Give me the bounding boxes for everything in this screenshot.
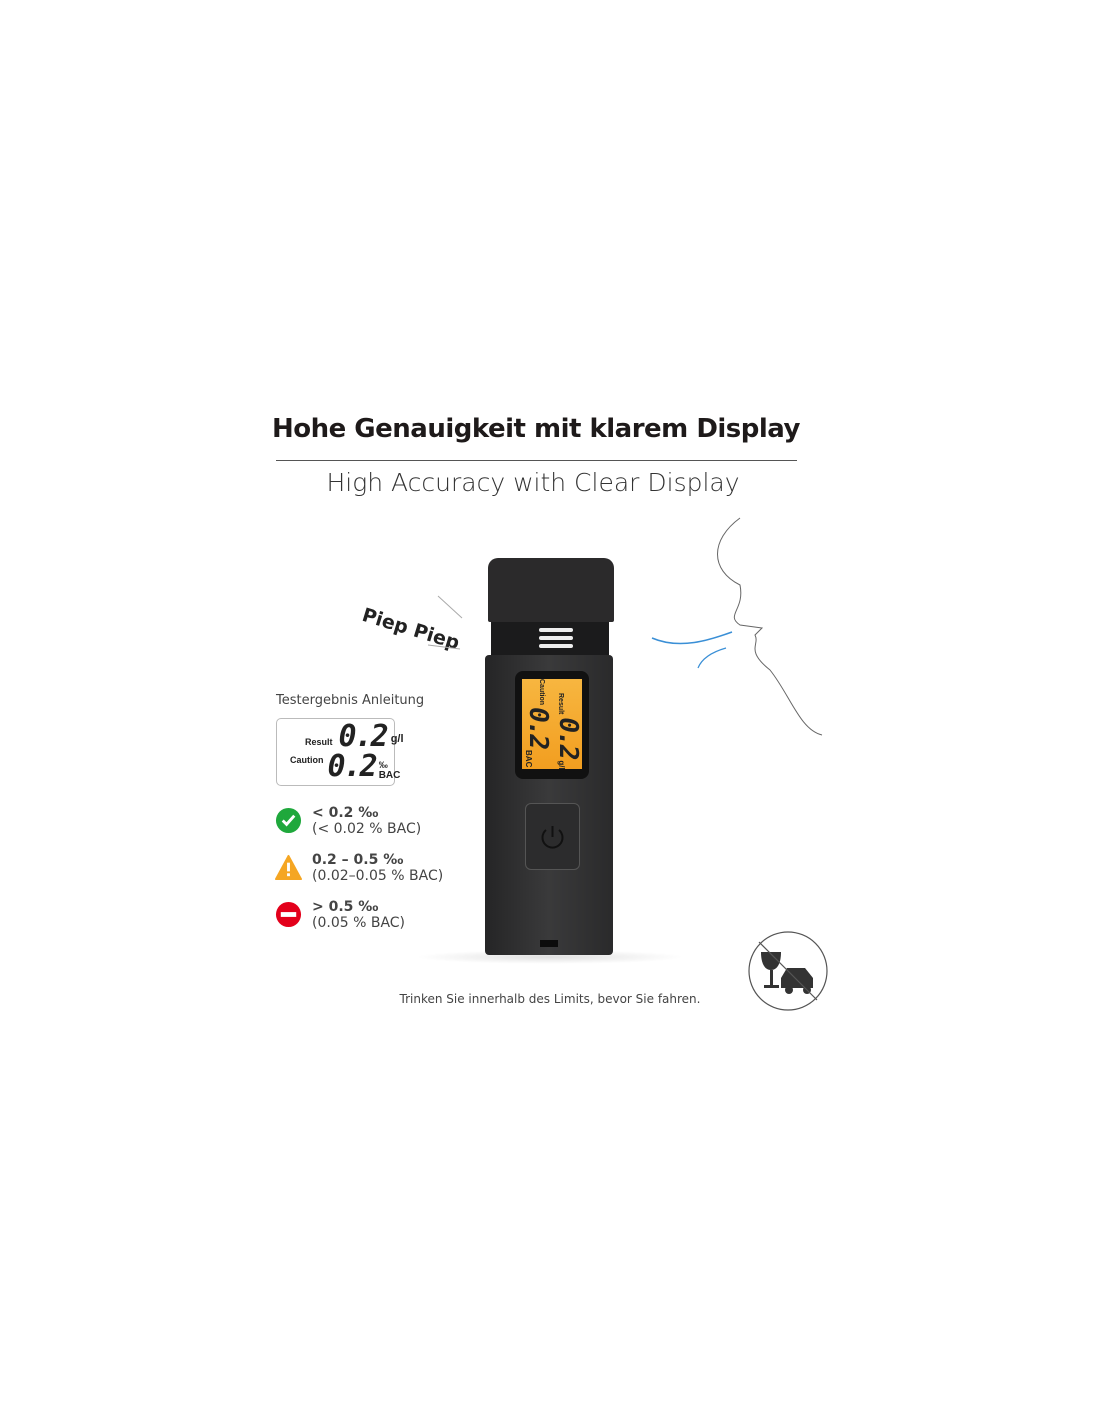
level-low: < 0.2 ‰(< 0.02 % BAC) xyxy=(275,805,421,837)
level-high-bac: (0.05 % BAC) xyxy=(312,915,406,931)
footer-note: Trinken Sie innerhalb des Limits, bevor … xyxy=(399,992,701,1006)
face-breath-illustration xyxy=(651,517,823,736)
warning-triangle-icon xyxy=(275,854,302,881)
breathalyzer-device: Result 0.2 g/l Caution 0.2 BAC xyxy=(485,558,615,958)
level-low-bac: (< 0.02 % BAC) xyxy=(312,821,422,837)
lcd-result-unit: g/l xyxy=(557,760,566,769)
sensor-band xyxy=(491,622,609,656)
device-shadow xyxy=(415,950,685,964)
result-label: Result xyxy=(305,737,333,747)
lcd-caution-value: 0.2 xyxy=(523,707,553,749)
usb-port xyxy=(540,940,558,947)
lcd-result-label: Result xyxy=(557,693,564,715)
title-german: Hohe Genauigkeit mit klarem Display xyxy=(271,414,801,444)
level-high: > 0.5 ‰(0.05 % BAC) xyxy=(275,899,405,931)
lcd-caution-label: Caution xyxy=(538,679,545,706)
level-mid-permille: 0.2 – 0.5 ‰ xyxy=(312,852,404,868)
bac-unit: BAC xyxy=(378,770,401,781)
divider xyxy=(276,460,797,461)
level-mid: 0.2 – 0.5 ‰(0.02–0.05 % BAC) xyxy=(275,852,443,884)
check-circle-icon xyxy=(275,807,302,834)
display-example: Result 0.2 g/l Caution 0.2 ‰ BAC xyxy=(276,718,404,786)
no-entry-icon xyxy=(275,901,302,928)
level-high-permille: > 0.5 ‰ xyxy=(312,899,379,915)
mouthpiece-cap xyxy=(488,558,614,622)
lcd-result-value: 0.2 xyxy=(553,717,582,759)
permille-unit: ‰ xyxy=(378,760,388,770)
caution-value: 0.2 xyxy=(327,749,378,784)
sound-lines-icon xyxy=(427,595,463,650)
caution-label: Caution xyxy=(290,755,324,765)
title-english: High Accuracy with Clear Display xyxy=(326,468,740,497)
device-lcd: Result 0.2 g/l Caution 0.2 BAC xyxy=(515,671,589,779)
device-body: Result 0.2 g/l Caution 0.2 BAC xyxy=(485,655,613,955)
no-drink-driving-icon xyxy=(748,931,828,1011)
lcd-bac-unit: BAC xyxy=(524,750,533,768)
power-button[interactable] xyxy=(525,803,580,870)
guide-label: Testergebnis Anleitung xyxy=(276,693,425,708)
level-mid-bac: (0.02–0.05 % BAC) xyxy=(312,868,444,884)
result-value: 0.2 xyxy=(338,719,389,754)
level-low-permille: < 0.2 ‰ xyxy=(312,805,379,821)
power-icon xyxy=(541,826,564,849)
result-unit: g/l xyxy=(390,733,404,745)
